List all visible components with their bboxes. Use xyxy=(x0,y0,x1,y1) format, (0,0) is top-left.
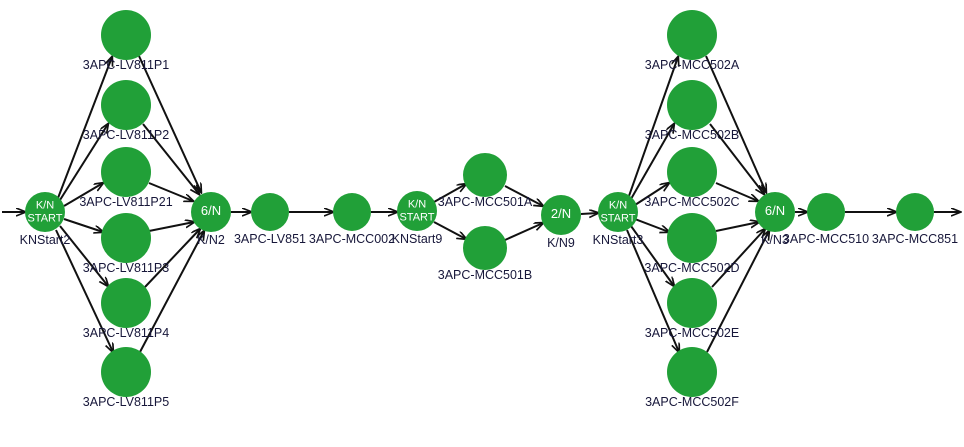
edge-mcc502b-to-kn3 xyxy=(709,123,764,194)
node-caption-knstart3: KNStart3 xyxy=(593,233,644,247)
node-caption-mcc002: 3APC-MCC002 xyxy=(309,232,395,246)
node-caption-lv811p2: 3APC-LV811P2 xyxy=(83,128,169,142)
edge-lv811p21-to-kn2 xyxy=(148,182,193,201)
node-caption-mcc502b: 3APC-MCC502B xyxy=(645,128,739,142)
edge-knstart2-to-lv811p3 xyxy=(63,218,103,232)
node-caption-mcc502c: 3APC-MCC502C xyxy=(644,195,739,209)
node-mcc502c[interactable] xyxy=(667,147,717,197)
edge-lv811p4-to-kn2 xyxy=(144,229,200,288)
node-kn2[interactable] xyxy=(191,192,231,232)
node-mcc502e[interactable] xyxy=(667,278,717,328)
edge-knstart3-to-mcc502f xyxy=(626,229,679,352)
node-caption-mcc502f: 3APC-MCC502F xyxy=(645,395,739,409)
node-caption-lv811p4: 3APC-LV811P4 xyxy=(83,326,169,340)
node-mcc510[interactable] xyxy=(807,193,845,231)
edge-kn9-to-knstart3 xyxy=(580,213,598,214)
node-mcc502f[interactable] xyxy=(667,347,717,397)
node-mcc502b[interactable] xyxy=(667,80,717,130)
node-lv811p21[interactable] xyxy=(101,147,151,197)
node-caption-lv811p21: 3APC-LV811P21 xyxy=(79,195,172,209)
edge-knstart3-to-mcc502c xyxy=(634,183,669,206)
node-caption-mcc510: 3APC-MCC510 xyxy=(783,232,869,246)
node-caption-mcc502d: 3APC-MCC502D xyxy=(644,261,739,275)
edges-layer xyxy=(2,56,960,352)
edge-knstart9-to-mcc501b xyxy=(433,221,466,239)
node-caption-lv811p5: 3APC-LV811P5 xyxy=(83,395,169,409)
node-knstart3[interactable] xyxy=(598,192,638,232)
edge-mcc502d-to-kn3 xyxy=(715,222,759,232)
edge-lv811p2-to-kn2 xyxy=(142,123,199,194)
node-caption-mcc851: 3APC-MCC851 xyxy=(872,232,958,246)
edge-lv811p5-to-kn2 xyxy=(139,231,204,353)
edge-knstart2-to-lv811p2 xyxy=(59,124,108,201)
node-lv811p4[interactable] xyxy=(101,278,151,328)
node-caption-kn3: K/N3 xyxy=(761,233,789,247)
edge-knstart2-to-lv811p1 xyxy=(57,57,112,199)
node-label-kn9: 2/N xyxy=(551,206,571,221)
edge-knstart2-to-lv811p5 xyxy=(55,229,113,352)
node-mcc002[interactable] xyxy=(333,193,371,231)
node-caption-lv811p3: 3APC-LV811P3 xyxy=(83,261,169,275)
node-lv811p5[interactable] xyxy=(101,347,151,397)
node-caption-knstart2: KNStart2 xyxy=(20,233,71,247)
node-kn9[interactable] xyxy=(541,195,581,235)
node-caption-mcc501a: 3APC-MCC501A xyxy=(438,195,533,209)
node-caption-mcc502e: 3APC-MCC502E xyxy=(645,326,739,340)
edge-knstart3-to-mcc502b xyxy=(630,124,674,200)
edge-knstart3-to-mcc502a xyxy=(628,57,678,197)
node-label-kn3: 6/N xyxy=(765,203,785,218)
edge-knstart2-to-lv811p21 xyxy=(63,183,103,207)
node-caption-lv851: 3APC-LV851 xyxy=(234,232,306,246)
captions-layer: KNStart2 3APC-LV811P1 3APC-LV811P2 3APC-LV8… xyxy=(20,58,958,409)
node-knstart9[interactable] xyxy=(397,191,437,231)
node-lv851[interactable] xyxy=(251,193,289,231)
node-caption-kn9: K/N9 xyxy=(547,236,575,250)
edge-lv811p3-to-kn2 xyxy=(148,222,194,232)
node-caption-knstart9: KNStart9 xyxy=(392,232,443,246)
node-kn3[interactable] xyxy=(755,192,795,232)
edge-knstart3-to-mcc502e xyxy=(630,225,674,286)
node-mcc502d[interactable] xyxy=(667,213,717,263)
edge-knstart2-to-lv811p4 xyxy=(59,225,108,286)
node-mcc851[interactable] xyxy=(896,193,934,231)
node-lv811p1[interactable] xyxy=(101,10,151,60)
edge-knstart9-to-mcc501a xyxy=(433,184,466,203)
node-mcc501b[interactable] xyxy=(463,226,507,270)
node-caption-kn2: K/N2 xyxy=(197,233,225,247)
node-mcc502a[interactable] xyxy=(667,10,717,60)
node-knstart2[interactable] xyxy=(25,192,65,232)
edge-lv811p1-to-kn2 xyxy=(138,55,201,192)
node-mcc501a[interactable] xyxy=(463,153,507,197)
edge-mcc501b-to-kn9 xyxy=(504,223,543,241)
node-label-kn2: 6/N xyxy=(201,203,221,218)
node-lv811p2[interactable] xyxy=(101,80,151,130)
node-lv811p3[interactable] xyxy=(101,213,151,263)
edge-mcc502a-to-kn3 xyxy=(705,55,766,192)
edge-knstart3-to-mcc502d xyxy=(634,218,669,232)
edge-mcc502f-to-kn3 xyxy=(706,231,769,353)
node-caption-mcc502a: 3APC-MCC502A xyxy=(645,58,740,72)
node-caption-mcc501b: 3APC-MCC501B xyxy=(438,268,532,282)
edge-mcc501a-to-kn9 xyxy=(504,185,543,206)
node-caption-lv811p1: 3APC-LV811P1 xyxy=(83,58,169,72)
edge-mcc502c-to-kn3 xyxy=(715,182,758,201)
edge-mcc502e-to-kn3 xyxy=(711,229,765,288)
